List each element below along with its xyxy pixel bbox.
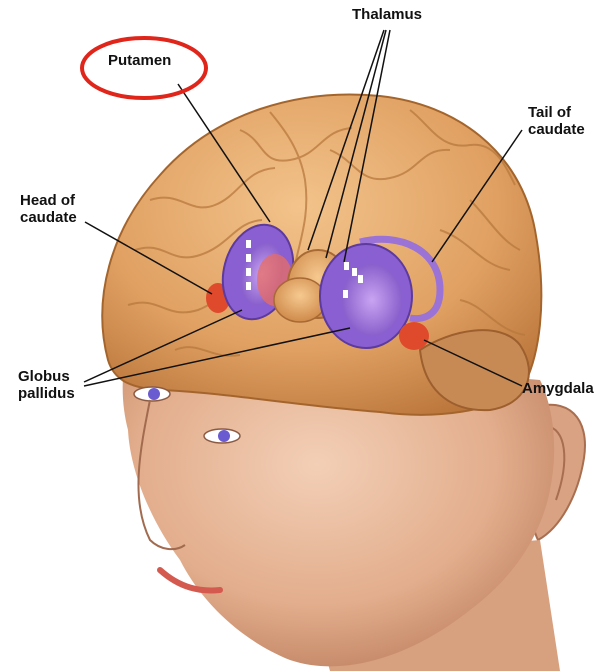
label-head-line1: Head of [20, 192, 77, 209]
label-head-of-caudate: Head of caudate [20, 192, 77, 226]
amygdala [399, 322, 429, 350]
label-globus-line2: pallidus [18, 385, 75, 402]
label-globus-pallidus: Globus pallidus [18, 368, 75, 402]
label-thalamus: Thalamus [352, 6, 422, 23]
label-tail-of-caudate: Tail of caudate [528, 104, 585, 138]
label-putamen: Putamen [108, 52, 171, 69]
label-head-line2: caudate [20, 209, 77, 226]
label-tail-line1: Tail of [528, 104, 585, 121]
label-amygdala: Amygdala [522, 380, 594, 397]
label-globus-line1: Globus [18, 368, 75, 385]
label-tail-line2: caudate [528, 121, 585, 138]
